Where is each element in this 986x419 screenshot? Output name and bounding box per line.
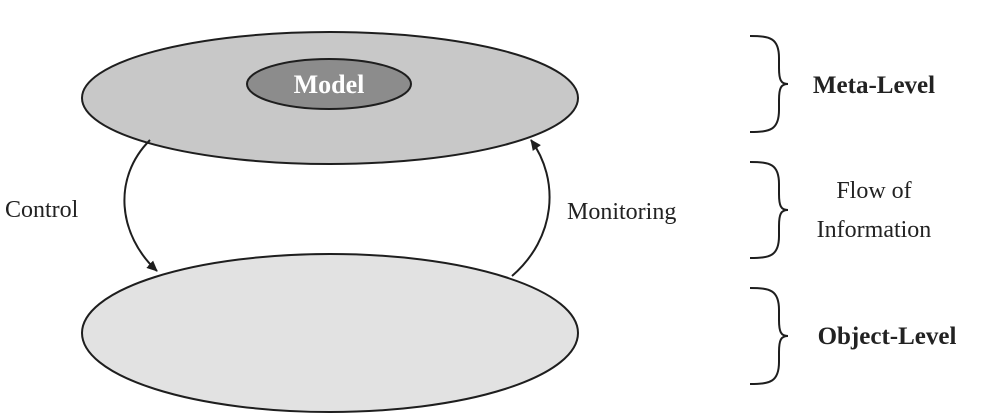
- object-level-label: Object-Level: [818, 323, 957, 350]
- flow-of-information-label-line2: Information: [817, 217, 932, 243]
- control-arrow: [123, 139, 158, 272]
- flow-of-information-label-line1: Flow of: [836, 178, 911, 204]
- monitoring-arrow: [511, 139, 551, 277]
- model-label: Model: [294, 70, 365, 99]
- control-label: Control: [5, 197, 79, 223]
- model-ellipse: [246, 58, 412, 110]
- meta-level-label: Meta-Level: [813, 72, 935, 99]
- object-level-brace: [749, 287, 789, 385]
- monitoring-label: Monitoring: [567, 199, 676, 225]
- flow-of-information-brace: [749, 161, 789, 259]
- meta-level-brace: [749, 35, 789, 133]
- object-level-ellipse: [81, 253, 579, 413]
